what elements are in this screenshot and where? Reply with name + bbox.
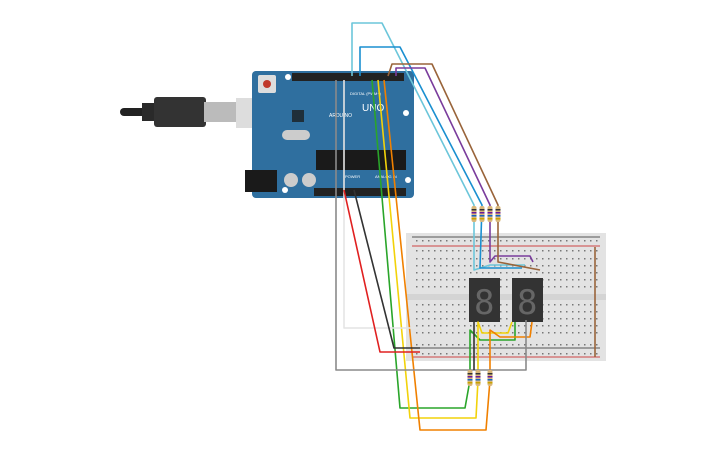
resistor[interactable] [471,206,477,222]
wire-brown[interactable] [387,63,541,271]
resistor[interactable] [467,370,473,386]
resistor[interactable] [487,206,493,222]
arduino-brand: ARDUINO [329,113,352,119]
arduino-uno-board[interactable]: ARDUINO UNO DIGITAL (PWM~) POWER ANALOG … [245,71,414,198]
svg-text:8: 8 [517,283,537,323]
wire-blue[interactable] [359,46,522,269]
seven-segment-display-1[interactable]: 8 [469,278,500,323]
wire-white[interactable] [343,80,470,329]
wire-green[interactable] [371,79,516,409]
digital-label: DIGITAL (PWM~) [350,91,382,96]
wire-red[interactable] [343,189,420,353]
resistor[interactable] [487,370,493,386]
seven-segment-display-2[interactable]: 8 [512,278,543,323]
wire-yellow[interactable] [377,79,513,419]
arduino-model: UNO [362,103,384,114]
wire-gray[interactable] [335,80,527,371]
wire-orange[interactable] [383,79,533,431]
power-label: POWER [345,174,360,179]
analog-label: ANALOG IN [375,174,397,179]
wire-lightblue[interactable] [351,22,525,271]
resistor[interactable] [479,206,485,222]
resistors[interactable] [467,206,501,386]
resistor[interactable] [475,370,481,386]
breadboard[interactable] [406,233,606,361]
resistor[interactable] [495,206,501,222]
wire-black[interactable] [353,189,420,349]
wire-purple[interactable] [395,67,534,263]
svg-text:8: 8 [474,283,494,323]
